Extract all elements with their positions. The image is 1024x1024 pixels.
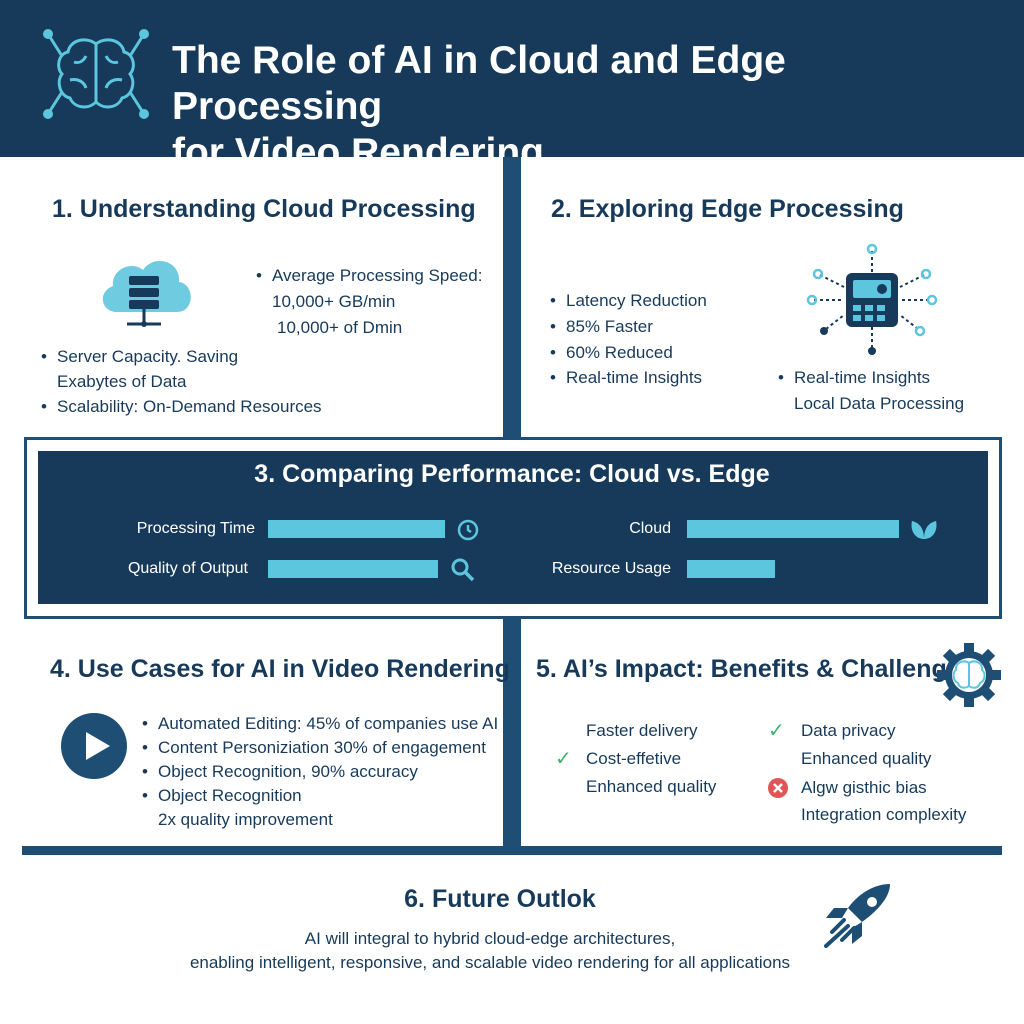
scalability-item: Scalability: On-Demand Resources — [41, 394, 322, 420]
challenge-item: Data privacy — [801, 721, 896, 740]
title-line-2: for Video Rendering — [172, 131, 544, 174]
metric-bar-quality-of-output — [268, 560, 438, 578]
section1-heading: 1. Understanding Cloud Processing — [52, 195, 476, 223]
section4-heading: 4. Use Cases for AI in Video Rendering — [50, 655, 510, 683]
use-case-sub-item: 2x quality improvement — [158, 810, 333, 829]
edge-item: 85% Faster — [550, 314, 653, 340]
check-icon: ✓ — [768, 720, 785, 742]
challenge-item: Integration complexity — [801, 805, 967, 824]
gear-brain-icon — [935, 641, 1003, 709]
play-button-icon — [60, 712, 128, 780]
cross-circle-icon — [767, 777, 789, 799]
header-banner — [0, 0, 1024, 157]
speed-label: Average Processing Speed: — [256, 263, 482, 289]
capacity-line-1: Server Capacity. Saving — [41, 344, 238, 370]
bottom-divider — [22, 846, 1002, 855]
edge-item: Real-time Insights — [550, 365, 702, 391]
use-case-item: Object Recognition — [142, 783, 302, 809]
benefit-item: Enhanced quality — [586, 777, 717, 796]
benefit-item: Cost-effetive — [586, 749, 682, 768]
metric-bar-cloud — [687, 520, 899, 538]
metric-bar-resource-usage — [687, 560, 775, 578]
use-case-item: Automated Editing: 45% of companies use … — [142, 711, 498, 737]
metric-bar-processing-time — [268, 520, 445, 538]
challenge-item: Enhanced quality — [801, 749, 932, 768]
outlook-line-1: AI will integral to hybrid cloud-edge ar… — [304, 929, 676, 948]
challenge-item: Algw gisthic bias — [801, 778, 927, 797]
edge-right-line-2: Local Data Processing — [794, 394, 965, 413]
edge-right-line-1: Real-time Insights — [778, 365, 930, 391]
section6-heading: 6. Future Outlok — [404, 885, 596, 913]
edge-item: 60% Reduced — [550, 340, 673, 366]
edge-item: Latency Reduction — [550, 288, 707, 314]
title-line-1: The Role of AI in Cloud and Edge Process… — [172, 39, 786, 128]
section2-heading: 2. Exploring Edge Processing — [551, 195, 904, 223]
cloud-server-icon — [95, 252, 197, 332]
speed-value-2: 10,000+ of Dmin — [277, 318, 403, 337]
page-title: The Role of AI in Cloud and Edge Process… — [172, 38, 992, 176]
use-case-item: Object Recognition, 90% accuracy — [142, 759, 418, 785]
use-case-item: Content Personiziation 30% of engagement — [142, 735, 486, 761]
section5-heading: 5. AI’s Impact: Benefits & Challenges — [536, 655, 975, 683]
edge-device-icon — [806, 243, 938, 357]
speed-value-1: 10,000+ GB/min — [272, 292, 396, 311]
capacity-line-2: Exabytes of Data — [57, 372, 187, 391]
benefit-item: Faster delivery — [586, 721, 698, 740]
rocket-icon — [818, 880, 896, 950]
metric-label: Cloud — [629, 520, 671, 537]
magnifier-icon — [450, 557, 476, 583]
metric-label: Processing Time — [136, 520, 255, 537]
vertical-divider-bottom — [503, 617, 521, 855]
outlook-line-2: enabling intelligent, responsive, and sc… — [189, 953, 791, 972]
metric-label: Quality of Output — [127, 560, 248, 577]
brain-network-icon — [40, 26, 152, 126]
clock-icon — [456, 518, 480, 542]
vertical-divider-top — [503, 157, 521, 439]
metric-label: Resource Usage — [551, 560, 671, 577]
section3-heading: 3. Comparing Performance: Cloud vs. Edge — [254, 460, 770, 488]
leaf-icon — [908, 517, 940, 541]
check-icon: ✓ — [555, 748, 572, 770]
